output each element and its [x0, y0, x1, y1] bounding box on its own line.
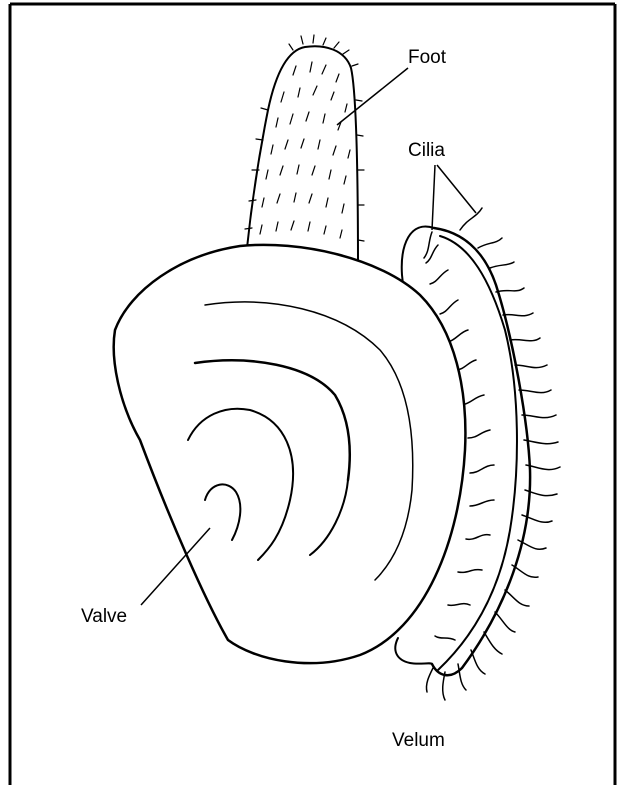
valve-shape [114, 245, 466, 663]
foot-shape [245, 35, 364, 268]
valve-label: Valve [81, 606, 127, 628]
foot-leader-line [337, 68, 408, 125]
cilia-leader-line-b [437, 165, 476, 213]
velum-label: Velum [392, 730, 445, 752]
cilia-leader-line-a [432, 165, 435, 230]
foot-label: Foot [408, 47, 446, 69]
cilia-label: Cilia [408, 140, 445, 162]
